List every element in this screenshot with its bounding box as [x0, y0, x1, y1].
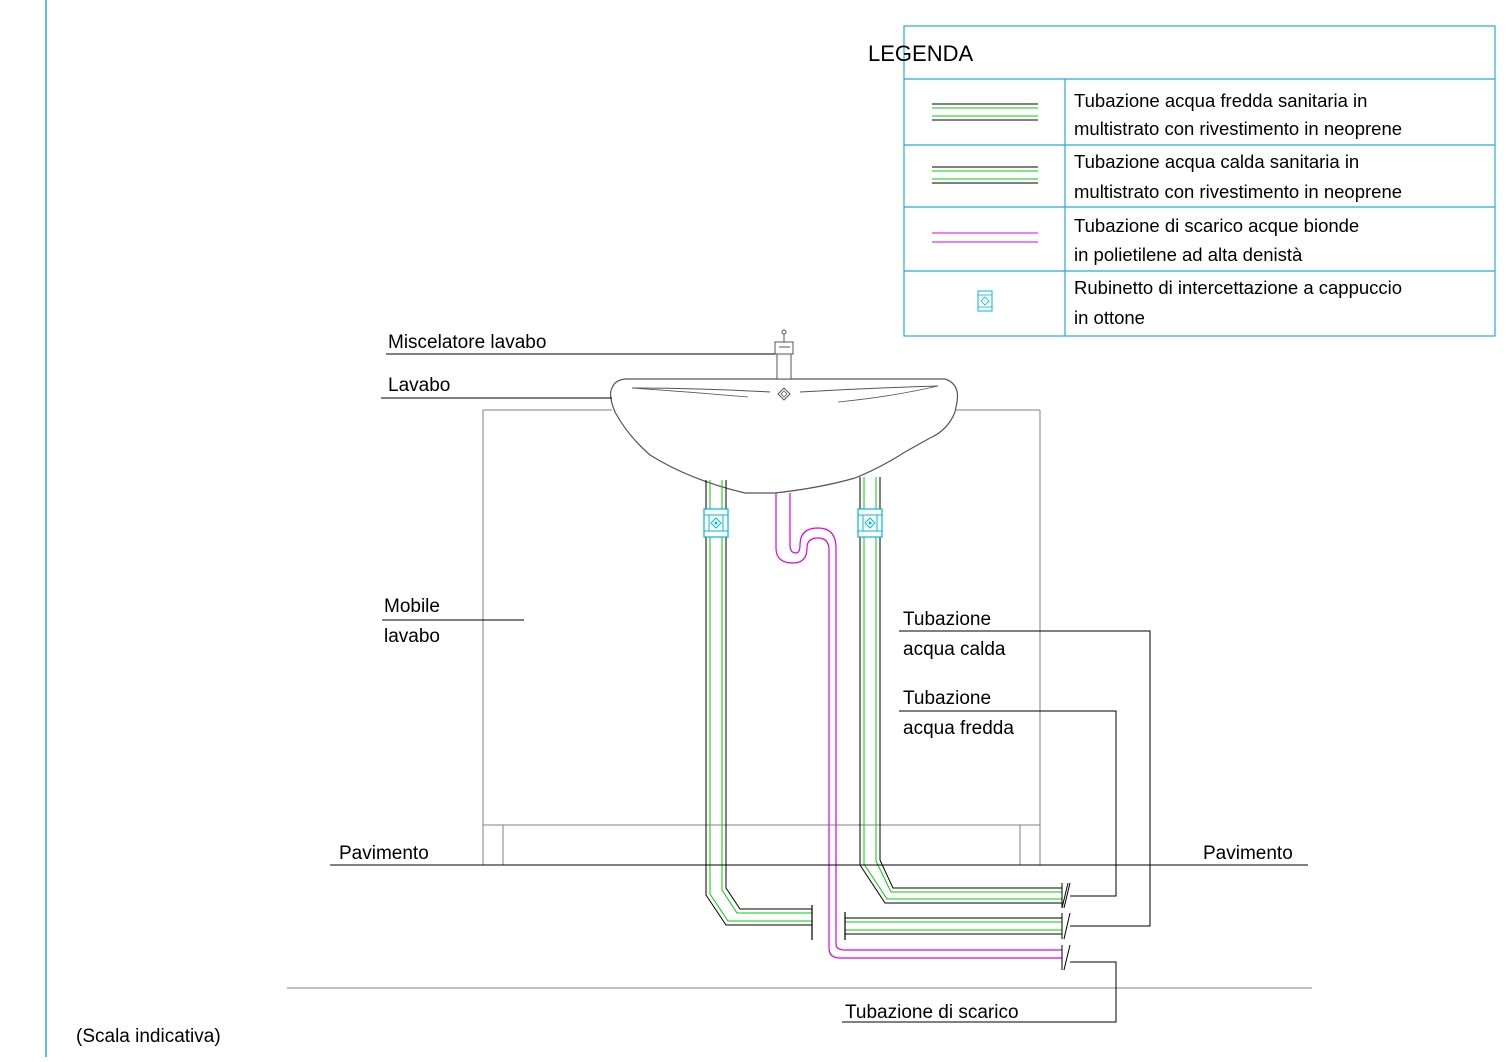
valve-right [857, 508, 883, 538]
drain-pipe [775, 493, 1062, 959]
label-mixer: Miscelatore lavabo [388, 332, 546, 353]
label-basin: Lavabo [388, 375, 450, 396]
break-symbols [1061, 882, 1071, 971]
cold-water-pipe-riser [705, 480, 813, 940]
leader-lines [381, 353, 1151, 1023]
cold-pipe-symbol [932, 103, 1038, 121]
scale-note: (Scala indicativa) [76, 1026, 221, 1047]
hot-water-pipe-riser [859, 477, 1062, 904]
cabinet [482, 409, 1041, 866]
legend-cold-line2: multistrato con rivestimento in neoprene [1074, 118, 1402, 139]
legend-cold-line1: Tubazione acqua fredda sanitaria in [1074, 90, 1367, 111]
label-hot-line2: acqua calda [903, 639, 1006, 660]
legend-hot-line2: multistrato con rivestimento in neoprene [1074, 181, 1402, 202]
label-floor-left: Pavimento [339, 843, 429, 864]
legend-title: LEGENDA [868, 41, 973, 66]
legend-valve-line2: in ottone [1074, 307, 1145, 328]
label-cabinet-line1: Mobile [384, 596, 440, 617]
label-cold-line1: Tubazione [903, 688, 991, 709]
label-hot-line1: Tubazione [903, 609, 991, 630]
legend-drain-line2: in polietilene ad alta denistà [1074, 244, 1303, 265]
legend-valve-line1: Rubinetto di intercettazione a cappuccio [1074, 277, 1402, 298]
label-cold-line2: acqua fredda [903, 718, 1014, 739]
hot-pipe-symbol [932, 166, 1038, 184]
label-cabinet-line2: lavabo [384, 626, 440, 647]
legend-hot-line1: Tubazione acqua calda sanitaria in [1074, 151, 1359, 172]
valve-icon [977, 290, 993, 312]
legend-frame [903, 25, 1496, 337]
cold-water-pipe-horizontal [844, 912, 1062, 940]
legend-drain-line1: Tubazione di scarico acque bionde [1074, 215, 1359, 236]
label-drain: Tubazione di scarico [845, 1002, 1019, 1023]
mixer-faucet [774, 329, 794, 380]
label-floor-right: Pavimento [1203, 843, 1293, 864]
drain-pipe-symbol [932, 232, 1038, 243]
basin [609, 378, 959, 494]
valve-left [703, 508, 729, 538]
legend: LEGENDA Tubazione acqua fredda sanitaria… [868, 25, 1496, 337]
